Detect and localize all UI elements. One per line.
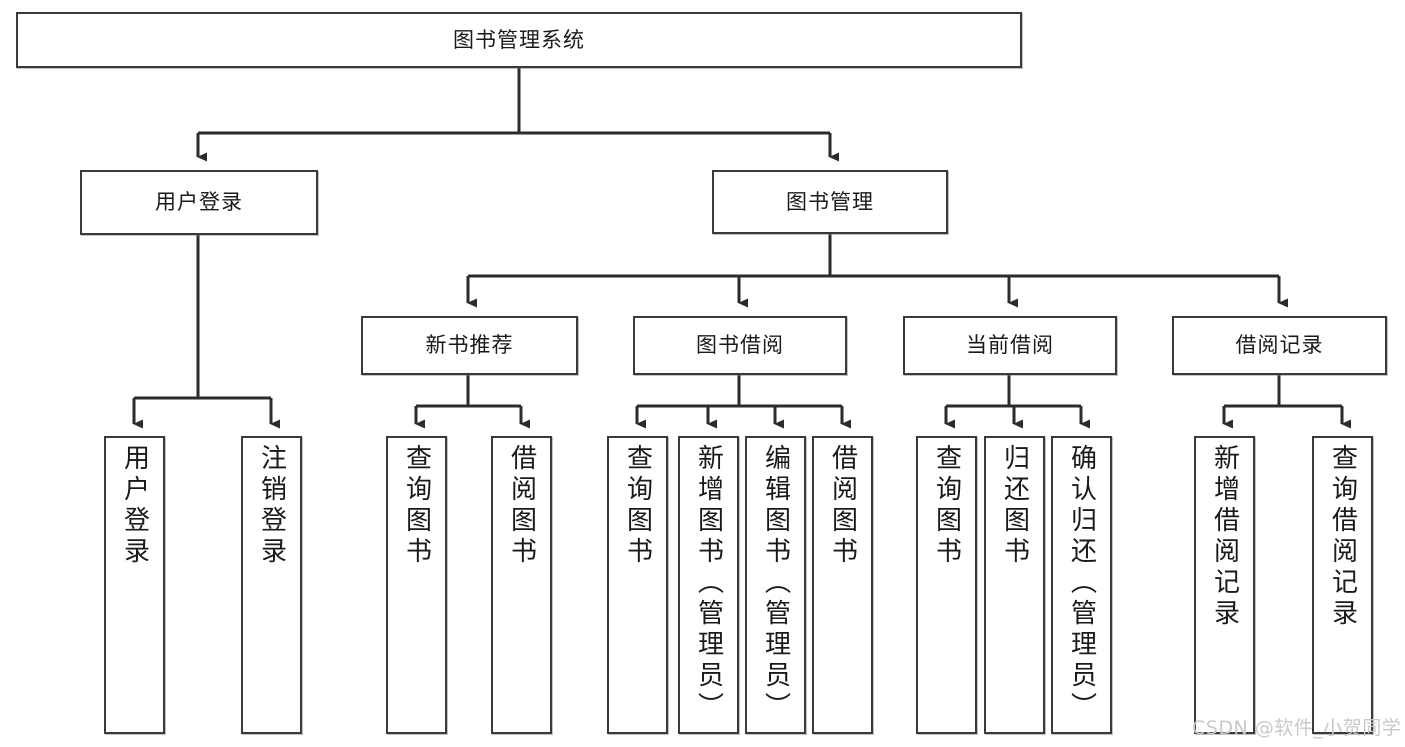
node-leaf-query-book-1[interactable]: 查询图书: [386, 436, 447, 734]
node-leaf-query-book-3-label: 查询图书: [931, 444, 962, 568]
node-borrow-record[interactable]: 借阅记录: [1172, 316, 1387, 375]
node-leaf-logout-login[interactable]: 注销登录: [241, 436, 302, 734]
node-leaf-logout-login-label: 注销登录: [256, 444, 287, 568]
node-leaf-add-record-label: 新增借阅记录: [1209, 444, 1240, 630]
node-user-login[interactable]: 用户登录: [80, 170, 318, 235]
node-leaf-edit-book[interactable]: 编辑图书（管理员）: [745, 436, 806, 734]
csdn-watermark: CSDN @软件_小贺同学: [1192, 717, 1402, 739]
node-leaf-user-login[interactable]: 用户登录: [104, 436, 165, 734]
node-leaf-edit-book-label: 编辑图书（管理员）: [760, 444, 791, 723]
node-leaf-add-book[interactable]: 新增图书（管理员）: [678, 436, 739, 734]
node-leaf-query-book-2[interactable]: 查询图书: [607, 436, 668, 734]
node-book-manage-label: 图书管理: [786, 189, 874, 214]
node-leaf-borrow-book-2[interactable]: 借阅图书: [812, 436, 873, 734]
node-new-book-recommend-label: 新书推荐: [425, 333, 514, 358]
node-leaf-return-book-label: 归还图书: [999, 444, 1030, 568]
node-leaf-query-book-3[interactable]: 查询图书: [916, 436, 977, 734]
node-current-borrow[interactable]: 当前借阅: [903, 316, 1117, 375]
node-leaf-add-record[interactable]: 新增借阅记录: [1194, 436, 1255, 734]
node-leaf-query-record-label: 查询借阅记录: [1327, 444, 1358, 630]
node-leaf-borrow-book-1-label: 借阅图书: [506, 444, 537, 568]
node-leaf-query-book-2-label: 查询图书: [622, 444, 653, 568]
node-leaf-return-book[interactable]: 归还图书: [984, 436, 1045, 734]
node-leaf-add-book-label: 新增图书（管理员）: [693, 444, 724, 723]
node-leaf-query-book-1-label: 查询图书: [401, 444, 432, 568]
node-book-borrow[interactable]: 图书借阅: [633, 316, 847, 375]
node-root[interactable]: 图书管理系统: [16, 12, 1022, 68]
node-leaf-user-login-label: 用户登录: [119, 444, 150, 568]
node-book-borrow-label: 图书借阅: [696, 333, 784, 358]
node-root-label: 图书管理系统: [453, 27, 585, 52]
node-borrow-record-label: 借阅记录: [1235, 333, 1324, 358]
node-user-login-label: 用户登录: [155, 190, 243, 215]
node-leaf-borrow-book-2-label: 借阅图书: [827, 444, 858, 568]
node-leaf-confirm-return-label: 确认归还（管理员）: [1066, 444, 1097, 723]
node-leaf-query-record[interactable]: 查询借阅记录: [1312, 436, 1373, 734]
node-leaf-borrow-book-1[interactable]: 借阅图书: [491, 436, 552, 734]
node-leaf-confirm-return[interactable]: 确认归还（管理员）: [1051, 436, 1112, 734]
node-new-book-recommend[interactable]: 新书推荐: [361, 316, 578, 375]
node-book-manage[interactable]: 图书管理: [712, 170, 948, 234]
node-current-borrow-label: 当前借阅: [966, 333, 1054, 358]
